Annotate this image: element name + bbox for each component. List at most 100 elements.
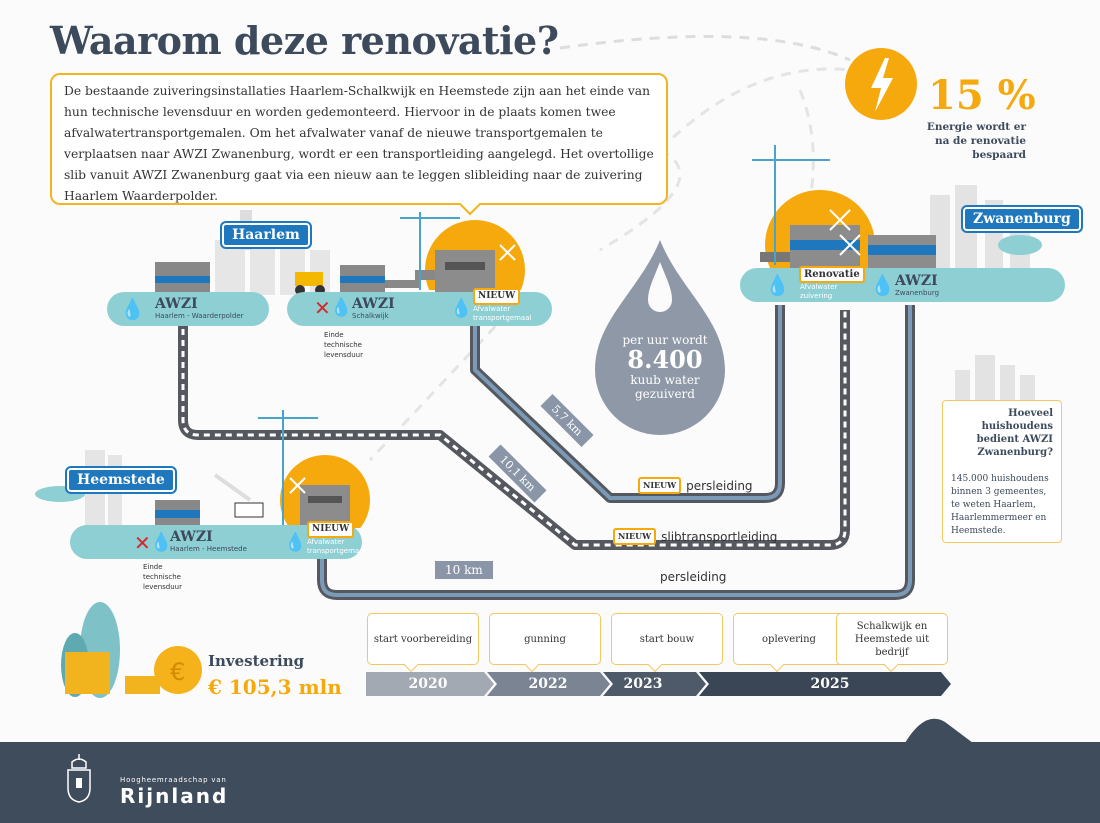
awzi-title: AWZI — [895, 273, 938, 289]
water-drop-icon: 💧 — [150, 532, 173, 553]
excavator-icon — [213, 473, 264, 518]
crane-icon — [752, 145, 830, 265]
persleiding-new-label: NIEUW persleiding — [638, 477, 753, 494]
persleiding-schalkwijk — [470, 305, 785, 503]
note-line: technische — [143, 573, 181, 581]
water-drop-icon: 💧 — [120, 297, 145, 321]
awzi-waarderpolder: AWZI Haarlem - Waarderpolder — [155, 296, 244, 321]
intro-text-box: De bestaande zuiveringsinstallaties Haar… — [50, 73, 668, 205]
drop-value: 8.400 — [627, 345, 703, 374]
sparkle-icon — [499, 244, 516, 261]
water-drop-highlight — [648, 262, 672, 312]
timeline-milestone: Schalkwijk en Heemstede uit bedrijf — [836, 613, 948, 665]
persleiding-heemstede — [317, 305, 915, 600]
sparkle-icon — [289, 477, 306, 494]
pumping-station-heemstede — [300, 485, 350, 525]
zwanenburg-sign: Zwanenburg — [961, 205, 1083, 233]
note-line: levensduur — [143, 583, 182, 591]
nieuw-badge: NIEUW — [638, 477, 682, 494]
note-line: Einde — [324, 331, 344, 339]
slib-label: NIEUW slibtransportleiding — [613, 528, 777, 545]
households-info-box: Hoeveel huishoudens bedient AWZI Zwanenb… — [942, 400, 1062, 543]
timeline-year: 2022 — [528, 676, 568, 692]
nieuw-badge: NIEUW — [307, 521, 355, 538]
platform-waarderpolder — [107, 292, 269, 326]
water-volume-label: per uur wordt 8.400 kuub water gezuiverd — [600, 333, 730, 401]
drop-line: kuub water — [630, 373, 700, 387]
waarderpolder-tank — [155, 262, 210, 297]
timeline-bar — [366, 672, 951, 696]
pump-label-line: Afvalwater — [307, 538, 345, 546]
energy-line: bespaard — [972, 149, 1026, 161]
timeline-segment-2022 — [487, 672, 610, 696]
energy-line: na de renovatie — [934, 135, 1026, 147]
pipe-label: slibtransportleiding — [661, 529, 778, 544]
pump-label-line: Afvalwater — [473, 305, 511, 313]
pump-label: Afvalwater transportgemaal — [473, 305, 531, 323]
energy-percent: 15 % — [928, 72, 1036, 119]
awzi-subtitle: Zwanenburg — [895, 289, 940, 297]
org-name: Rijnland — [120, 784, 229, 808]
heemstede-sign: Heemstede — [65, 466, 177, 494]
pump-drop-icon: 💧 — [450, 298, 473, 319]
awzi-title: AWZI — [155, 296, 198, 312]
end-of-life-note: Einde technische levensduur — [324, 330, 363, 360]
distance-label-10km: 10 km — [435, 561, 493, 579]
platform-zwanenburg — [740, 268, 1065, 302]
rijnland-crest-icon — [67, 754, 91, 803]
haarlem-sign: Haarlem — [220, 221, 312, 249]
investment-label: Investering — [208, 652, 305, 670]
note-line: Einde — [143, 563, 163, 571]
lightning-icon — [871, 58, 893, 112]
org-prefix: Hoogheemraadschap van — [120, 776, 227, 784]
energy-description: Energie wordt er na de renovatie bespaar… — [910, 120, 1026, 162]
nieuw-badge: NIEUW — [473, 288, 521, 305]
pump-label-line: transportgemaal — [473, 314, 532, 322]
persleiding-label: persleiding — [660, 570, 727, 584]
slib-pipe — [178, 310, 850, 550]
energy-badge — [845, 48, 917, 120]
awzi-title: AWZI — [170, 529, 213, 545]
note-line: levensduur — [324, 351, 363, 359]
drop-line: per uur wordt — [622, 333, 708, 347]
cross-icon: ✕ — [314, 296, 331, 320]
timeline-milestone: start voorbereiding — [367, 613, 479, 665]
decorative-dashed-line — [559, 35, 851, 62]
timeline-milestone: gunning — [489, 613, 601, 665]
awzi-schalkwijk: AWZI Schalkwijk — [352, 296, 395, 321]
footer — [0, 742, 1100, 823]
pumping-station-schalkwijk — [415, 250, 495, 295]
timeline-segment-2020 — [366, 672, 494, 696]
timeline-year: 2023 — [623, 676, 663, 692]
pipe-label: persleiding — [686, 478, 753, 493]
renovation-label-line: zuivering — [800, 292, 833, 300]
timeline-segment-2025 — [699, 672, 951, 696]
energy-line: Energie wordt er — [926, 121, 1026, 133]
drop-line: gezuiverd — [635, 387, 695, 401]
households-skyline — [955, 355, 1035, 400]
awzi-zwanenburg: AWZI Zwanenburg — [895, 273, 940, 298]
crane-icon — [258, 410, 318, 525]
decorative-dashed-line — [599, 67, 851, 252]
schalkwijk-tank — [340, 265, 420, 295]
end-of-life-note: Einde technische levensduur — [143, 562, 182, 592]
awzi-subtitle: Haarlem - Waarderpolder — [155, 312, 244, 320]
renovation-label: Afvalwater zuivering — [800, 283, 837, 301]
page-title: Waarom deze renovatie? — [50, 18, 559, 63]
awzi-subtitle: Haarlem - Heemstede — [170, 545, 247, 553]
sparkle-icon — [829, 209, 861, 256]
pump-drop-icon: 💧 — [284, 532, 307, 553]
awzi-subtitle: Schalkwijk — [352, 312, 389, 320]
heemstede-tank — [155, 500, 200, 528]
water-drop-icon: 💧 — [330, 297, 353, 318]
timeline-year: 2025 — [810, 676, 850, 692]
pump-label-line: transportgemaal — [307, 547, 366, 555]
timeline-milestone: oplevering — [733, 613, 845, 665]
awzi-title: AWZI — [352, 296, 395, 312]
svg-text:€: € — [170, 658, 185, 686]
households-answer: 145.000 huishoudens binnen 3 gemeentes, … — [951, 474, 1049, 536]
investment-value: € 105,3 mln — [208, 675, 342, 699]
renovation-label-line: Afvalwater — [800, 283, 838, 291]
crane-icon — [400, 212, 460, 290]
timeline-segment-2023 — [603, 672, 706, 696]
